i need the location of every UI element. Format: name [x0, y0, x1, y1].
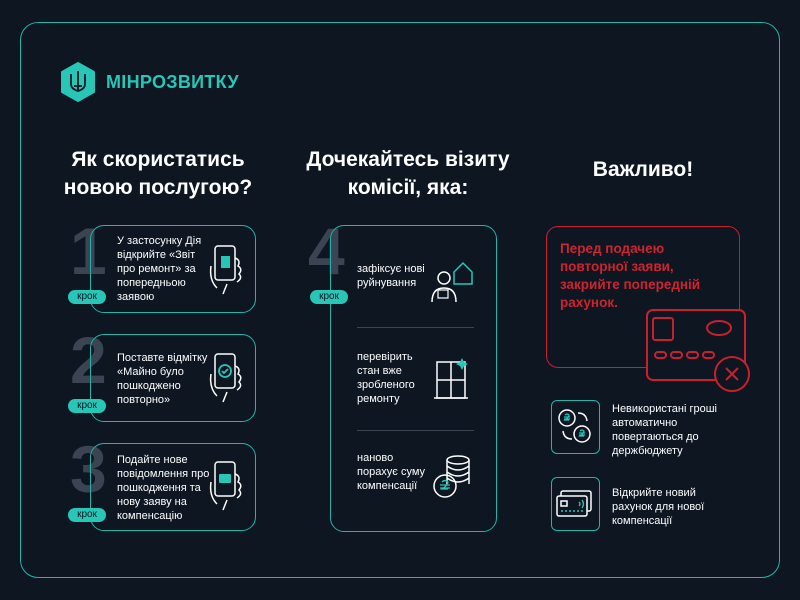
step-card [90, 334, 256, 422]
step-text: Подайте нове повідомлення про пошкодженн… [117, 454, 210, 522]
divider [357, 327, 474, 328]
commission-item-text: наново порахує суму компенсації [357, 452, 426, 492]
col1-title-line1: Як скористатись [71, 148, 245, 171]
step-text: Поставте відмітку «Майно було пошкоджено… [117, 352, 208, 406]
step-badge: крок [68, 508, 106, 522]
infographic-frame [20, 22, 780, 578]
step-badge: крок [68, 399, 106, 413]
bank-card-icon-box [551, 477, 600, 531]
money-exchange-icon-box [551, 400, 600, 454]
window-icon [434, 358, 468, 399]
inspector-house-icon [431, 261, 473, 303]
phone-message-icon [209, 461, 242, 511]
step-text: У застосунку Дія відкрийте «Звіт про рем… [117, 235, 202, 303]
warning-text: Перед подачею повторної заяви, закрийте … [560, 241, 701, 310]
commission-item-text: перевірить стан вже зробленого ремонту [357, 351, 415, 405]
col1-title-line2: новою послугою? [63, 176, 253, 199]
money-exchange-icon [558, 409, 591, 443]
phone-document-icon [209, 245, 242, 295]
col2-title-line2: комісії, яка: [347, 176, 469, 199]
bank-card-icon [556, 490, 592, 517]
note-text: Відкрийте новий рахунок для нової компен… [612, 487, 705, 527]
coins-icon [433, 455, 470, 498]
phone-check-icon [209, 353, 242, 403]
trident-logo-icon [61, 62, 95, 102]
step-card [90, 225, 256, 313]
step-card [90, 443, 256, 531]
col2-title: Дочекайтесь візиту комісії, яка: [296, 146, 520, 202]
step-badge: крок [68, 290, 106, 304]
commission-item-text: зафіксує нові руйнування [357, 263, 425, 289]
divider [357, 430, 474, 431]
logo: МІНРОЗВИТКУ [60, 62, 239, 102]
col1-title: Як скористатись новою послугою? [50, 146, 266, 202]
step-badge: крок [310, 290, 348, 304]
commission-card [330, 225, 497, 532]
closed-card-icon [646, 309, 750, 392]
logo-text: МІНРОЗВИТКУ [106, 71, 239, 92]
warning-box [546, 226, 740, 368]
note-text: Невикористані гроші автоматично повертаю… [612, 403, 717, 457]
col2-title-line1: Дочекайтесь візиту [306, 148, 510, 171]
col3-title: Важливо! [592, 158, 694, 181]
